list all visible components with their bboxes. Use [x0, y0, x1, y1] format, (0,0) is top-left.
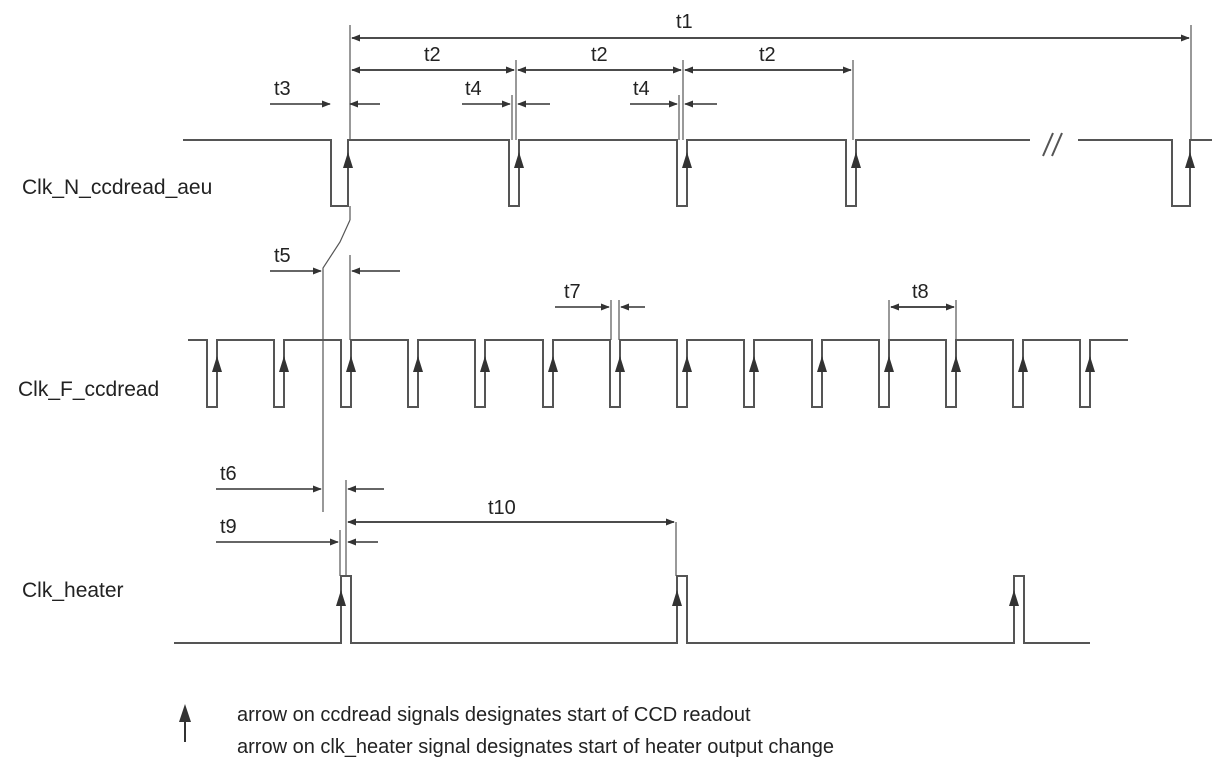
label-t1: t1: [676, 11, 693, 33]
label-t2: t2: [759, 44, 776, 66]
up-arrow-icon: [212, 356, 222, 385]
label-t4: t4: [633, 78, 650, 100]
up-arrow-icon: [884, 356, 894, 385]
label-t4: t4: [465, 78, 482, 100]
heater-change-arrows: [336, 590, 1019, 618]
label-t2: t2: [424, 44, 441, 66]
waveform-clk-f: [188, 339, 1128, 408]
signal-label-clk-heater: Clk_heater: [22, 579, 124, 602]
label-t10: t10: [488, 497, 516, 519]
waveform-clk-heater: [174, 575, 1090, 644]
readout-start-arrows-clk-f: [212, 356, 1095, 385]
waveform-clk-n: [183, 132, 1212, 207]
up-arrow-icon: [749, 356, 759, 385]
up-arrow-icon: [514, 152, 524, 185]
up-arrow-icon: [615, 356, 625, 385]
signal-label-clk-f: Clk_F_ccdread: [18, 378, 159, 401]
up-arrow-icon: [413, 356, 423, 385]
legend-text-ccdread: arrow on ccdread signals designates star…: [237, 704, 751, 726]
label-t8: t8: [912, 281, 929, 303]
label-t5: t5: [274, 245, 291, 267]
label-t6: t6: [220, 463, 237, 485]
up-arrow-icon: [548, 356, 558, 385]
legend-text-heater: arrow on clk_heater signal designates st…: [237, 736, 834, 758]
up-arrow-icon: [480, 356, 490, 385]
up-arrow-icon: [336, 590, 346, 618]
up-arrow-icon: [672, 590, 682, 618]
label-t2: t2: [591, 44, 608, 66]
legend: arrow on ccdread signals designates star…: [179, 704, 834, 758]
up-arrow-icon: [179, 704, 191, 742]
extension-lines: [322, 25, 1192, 576]
up-arrow-icon: [1018, 356, 1028, 385]
up-arrow-icon: [1009, 590, 1019, 618]
up-arrow-icon: [951, 356, 961, 385]
label-t3: t3: [274, 78, 291, 100]
up-arrow-icon: [1085, 356, 1095, 385]
label-t9: t9: [220, 516, 237, 538]
up-arrow-icon: [1185, 152, 1195, 185]
label-t7: t7: [564, 281, 581, 303]
timing-labels: t1 t2 t2 t2 t3 t4 t4 t5 t7 t8 t6 t10 t9: [220, 11, 929, 538]
readout-start-arrows-clk-n: [343, 152, 1195, 185]
up-arrow-icon: [346, 356, 356, 385]
up-arrow-icon: [682, 152, 692, 185]
up-arrow-icon: [851, 152, 861, 185]
dimension-arrows: [216, 34, 1190, 546]
up-arrow-icon: [817, 356, 827, 385]
signal-label-clk-n: Clk_N_ccdread_aeu: [22, 176, 212, 199]
up-arrow-icon: [682, 356, 692, 385]
up-arrow-icon: [279, 356, 289, 385]
up-arrow-icon: [343, 152, 353, 185]
